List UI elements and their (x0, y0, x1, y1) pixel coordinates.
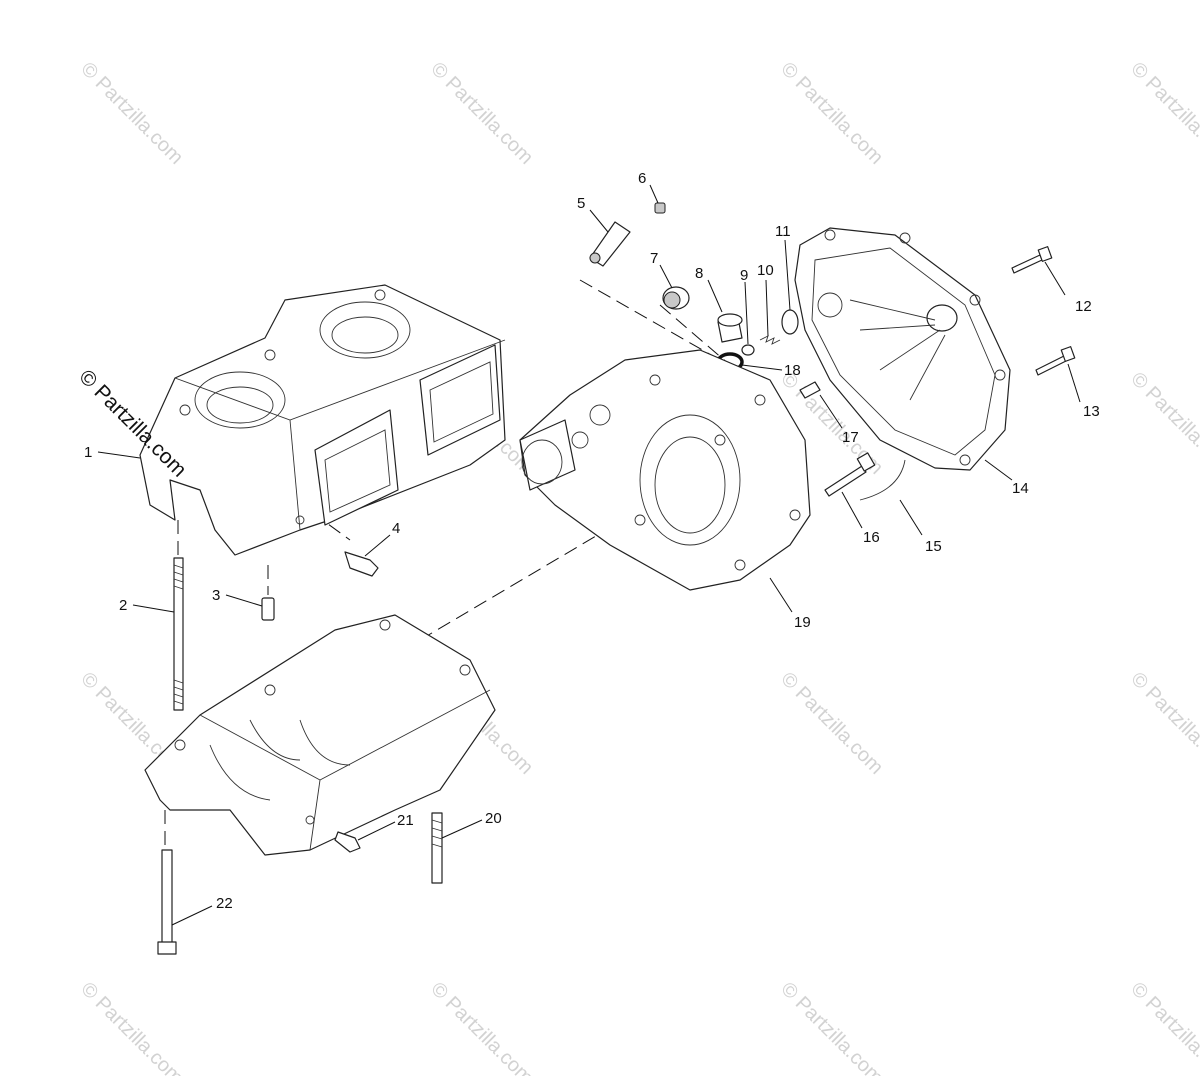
clip-5 (589, 221, 631, 267)
callout-9: 9 (740, 267, 748, 284)
callout-7: 7 (650, 250, 658, 267)
watermark-grid: © Partzilla.com © Partzilla.com © Partzi… (76, 58, 1200, 1076)
plug-4 (344, 551, 379, 577)
bolt-22 (157, 849, 177, 955)
leader-lines (97, 184, 1081, 926)
callout-14: 14 (1012, 480, 1029, 497)
callout-2: 2 (119, 597, 127, 614)
callout-12: 12 (1075, 298, 1092, 315)
watermark: © Partzilla.com (426, 58, 537, 169)
gasket-15 (859, 459, 906, 501)
callout-4: 4 (392, 520, 400, 537)
callout-17: 17 (842, 429, 859, 446)
bolt-13 (1035, 346, 1076, 376)
screw-6 (654, 202, 666, 214)
callout-18: 18 (784, 362, 801, 379)
callout-10: 10 (757, 262, 774, 279)
callout-1: 1 (84, 444, 92, 461)
watermark: © Partzilla.com (76, 978, 187, 1076)
bolt-16 (824, 452, 876, 497)
callout-labels: 1 2 3 4 5 6 7 8 9 10 11 12 13 14 15 16 1… (84, 170, 1100, 912)
callout-20: 20 (485, 810, 502, 827)
bushing-7 (662, 286, 690, 310)
watermark: © Partzilla.com (776, 58, 887, 169)
cap-8 (717, 313, 743, 343)
watermark: © Partzilla.com (426, 978, 537, 1076)
pin-17 (799, 381, 821, 399)
cover-14 (794, 227, 1011, 471)
dowel-3 (261, 597, 275, 621)
spring-10 (759, 335, 781, 345)
watermark: © Partzilla.com (1126, 668, 1200, 779)
watermark: © Partzilla.com (776, 668, 887, 779)
upper-crankcase (139, 284, 506, 556)
bolt-12 (1011, 246, 1053, 274)
watermark: © Partzilla.com (776, 978, 887, 1076)
callout-5: 5 (577, 195, 585, 212)
callout-3: 3 (212, 587, 220, 604)
watermark: © Partzilla.com (1126, 58, 1200, 169)
stud-20 (431, 812, 443, 884)
o-ring-11 (781, 309, 799, 335)
callout-13: 13 (1083, 403, 1100, 420)
watermark: © Partzilla.com (1126, 368, 1200, 479)
gear-case-19 (519, 349, 811, 591)
lower-crankcase (144, 614, 496, 856)
callout-6: 6 (638, 170, 646, 187)
callout-11: 11 (775, 223, 791, 240)
callout-15: 15 (925, 538, 942, 555)
washer-9 (741, 344, 755, 356)
callout-22: 22 (216, 895, 233, 912)
bolt-21 (334, 831, 361, 853)
callout-16: 16 (863, 529, 880, 546)
callout-8: 8 (695, 265, 703, 282)
watermark: © Partzilla.com (1126, 978, 1200, 1076)
watermark: © Partzilla.com (76, 58, 187, 169)
stud-2 (173, 557, 184, 711)
callout-19: 19 (794, 614, 811, 631)
callout-21: 21 (397, 812, 414, 829)
